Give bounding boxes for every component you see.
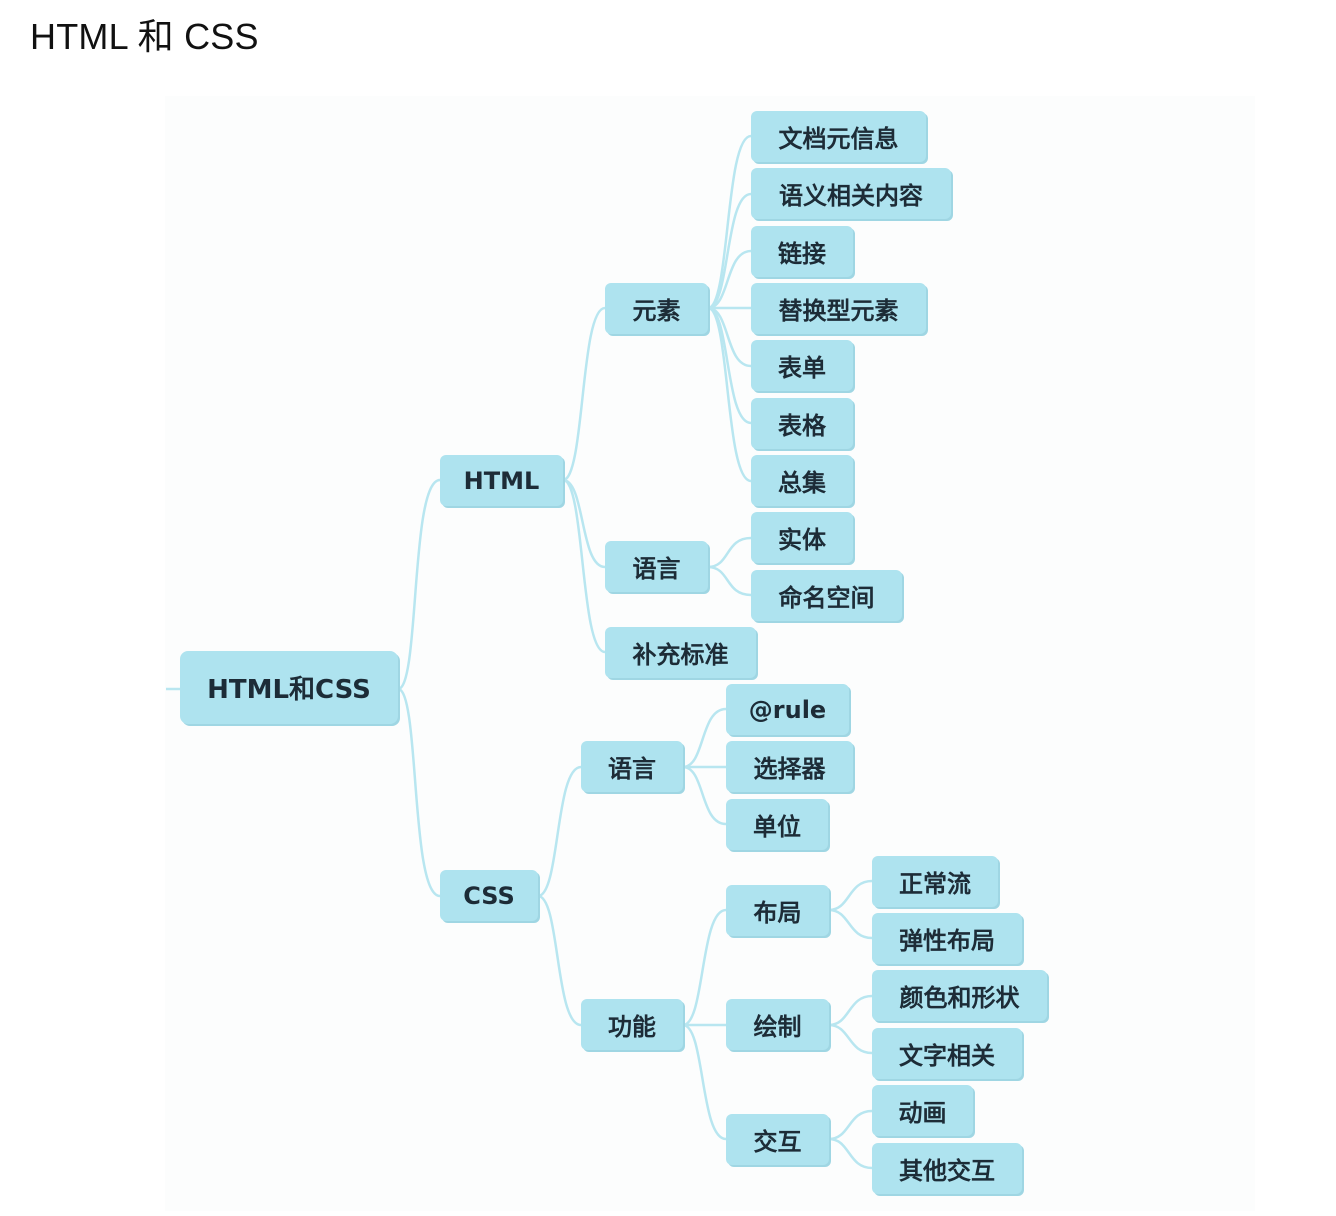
node-language-entity: 实体 [751, 512, 853, 563]
node-elements-replaced: 替换型元素 [751, 283, 926, 334]
node-elements-collection: 总集 [751, 455, 853, 506]
node-css: CSS [440, 870, 538, 921]
node-language-namespace: 命名空间 [751, 570, 902, 621]
node-html: HTML [440, 455, 563, 506]
node-function-paint: 绘制 [726, 999, 829, 1050]
page-title: HTML 和 CSS [30, 16, 259, 57]
node-html-supplement: 补充标准 [605, 627, 756, 678]
node-interaction-animation: 动画 [872, 1085, 973, 1136]
node-function-layout: 布局 [726, 885, 829, 936]
node-elements-form: 表单 [751, 340, 853, 391]
node-html-elements: 元素 [605, 283, 708, 334]
node-css-unit: 单位 [726, 799, 828, 850]
node-html-language: 语言 [605, 541, 708, 592]
node-css-language: 语言 [581, 741, 683, 792]
node-css-rule: @rule [726, 684, 849, 735]
node-elements-link: 链接 [751, 226, 853, 277]
node-elements-semantic: 语义相关内容 [751, 168, 951, 219]
node-root: HTML和CSS [180, 651, 398, 724]
node-interaction-other: 其他交互 [872, 1143, 1022, 1194]
node-function-interaction: 交互 [726, 1114, 829, 1165]
node-css-selector: 选择器 [726, 741, 853, 792]
node-layout-normal-flow: 正常流 [872, 856, 998, 907]
node-elements-table: 表格 [751, 398, 853, 449]
node-layout-flex: 弹性布局 [872, 913, 1022, 964]
node-elements-doc-meta: 文档元信息 [751, 111, 926, 162]
node-paint-text: 文字相关 [872, 1028, 1022, 1079]
node-css-function: 功能 [581, 999, 683, 1050]
node-paint-color-shape: 颜色和形状 [872, 970, 1047, 1021]
